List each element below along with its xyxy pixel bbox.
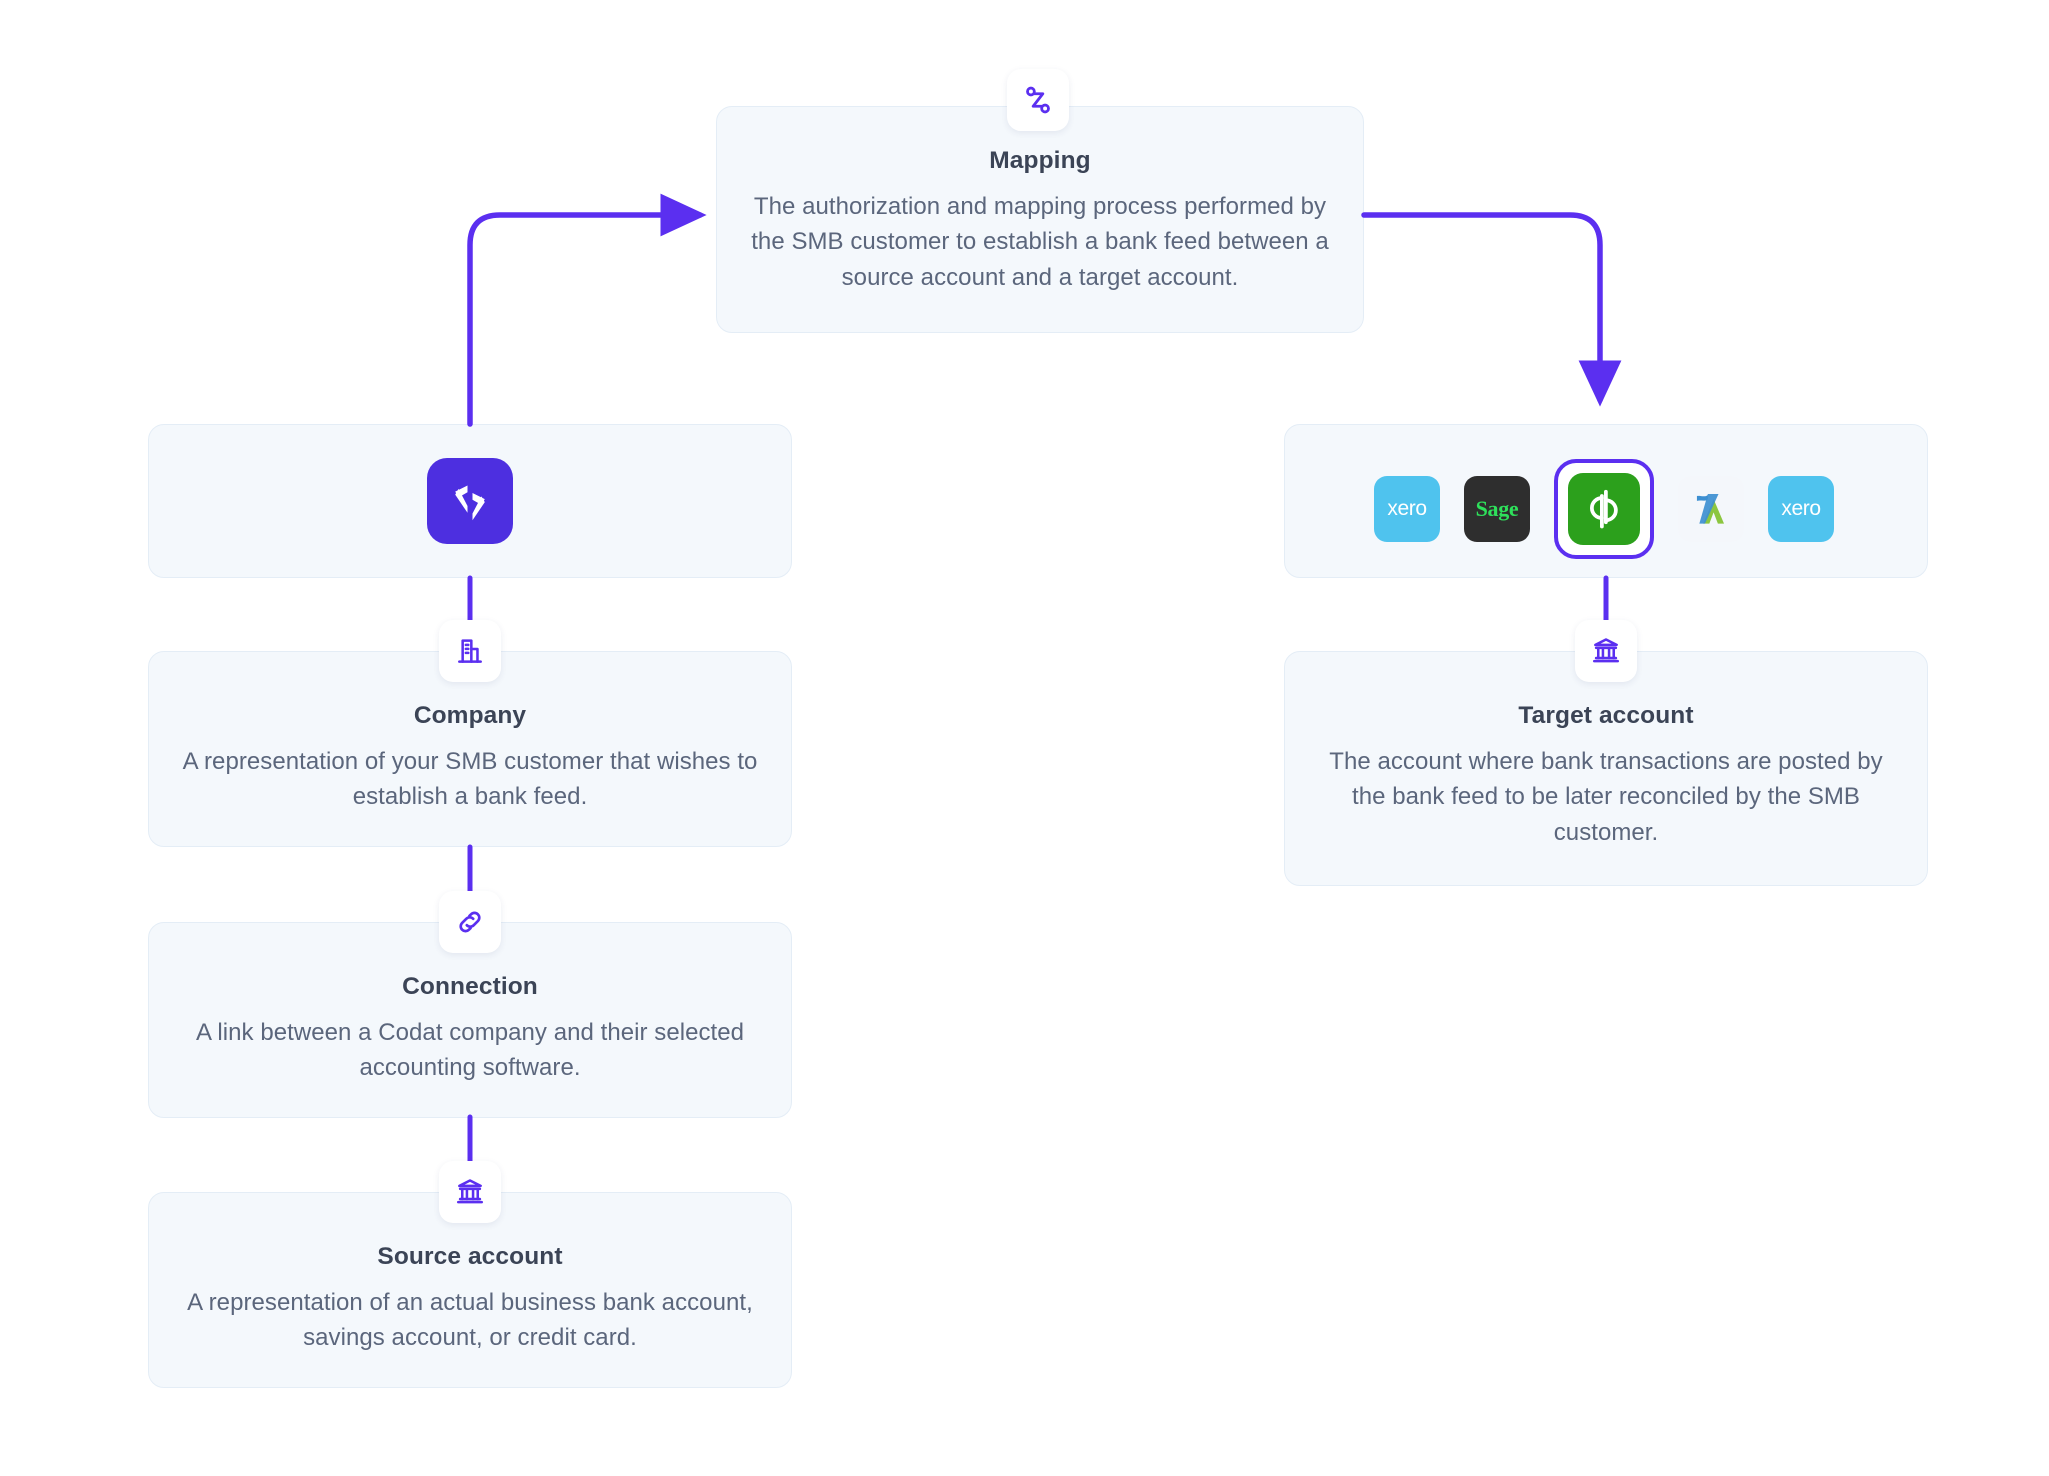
- connection-title: Connection: [402, 973, 538, 1000]
- quickbooks-logo-icon: [1568, 473, 1640, 545]
- xero-logo-text: xero: [1387, 497, 1427, 520]
- source-account-description: A representation of an actual business b…: [187, 1288, 753, 1352]
- xero-logo-text: xero: [1781, 497, 1821, 520]
- freeagent-logo-icon[interactable]: [1678, 476, 1744, 542]
- xero-logo-icon[interactable]: xero: [1374, 476, 1440, 542]
- connection-description: A link between a Codat company and their…: [195, 1018, 745, 1082]
- target-account-title: Target account: [1518, 702, 1694, 729]
- source-account-title: Source account: [377, 1243, 563, 1270]
- company-description: A representation of your SMB customer th…: [182, 747, 758, 811]
- building-icon: [439, 620, 501, 682]
- target-account-description: The account where bank transactions are …: [1329, 747, 1883, 846]
- sage-logo-icon[interactable]: Sage: [1464, 476, 1530, 542]
- codat-logo-icon: [427, 458, 513, 544]
- wire-mapping-to-platforms: [1361, 212, 1622, 407]
- quickbooks-selected-ring[interactable]: [1554, 459, 1654, 559]
- bank-icon: [439, 1161, 501, 1223]
- mapping-description: The authorization and mapping process pe…: [751, 192, 1329, 291]
- platform-logo-row: xero Sage: [1374, 459, 1834, 559]
- sage-logo-text: Sage: [1475, 496, 1519, 521]
- node-mapping[interactable]: Mapping The authorization and mapping pr…: [716, 106, 1364, 333]
- node-target-account[interactable]: Target account The account where bank tr…: [1284, 651, 1928, 886]
- link-icon: [439, 891, 501, 953]
- node-company[interactable]: Company A representation of your SMB cus…: [148, 651, 792, 847]
- bank-icon: [1575, 620, 1637, 682]
- xero-logo-icon[interactable]: xero: [1768, 476, 1834, 542]
- route-mapping-icon: [1007, 69, 1069, 131]
- company-title: Company: [413, 702, 527, 729]
- mapping-title: Mapping: [989, 147, 1091, 174]
- node-connection[interactable]: Connection A link between a Codat compan…: [148, 922, 792, 1118]
- wire-codat-to-mapping: [467, 193, 707, 427]
